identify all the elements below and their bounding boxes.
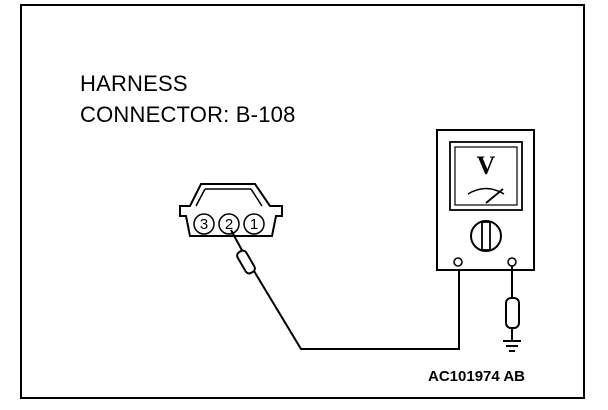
harness-connector-icon: 3 2 1 bbox=[179, 183, 283, 237]
ground-icon bbox=[503, 340, 521, 352]
voltmeter-icon: V bbox=[436, 129, 535, 271]
pin-1-circle bbox=[243, 213, 265, 235]
connector-slant-right bbox=[250, 188, 263, 207]
meter-knob-pointer bbox=[481, 221, 491, 251]
pin-3-circle bbox=[193, 213, 215, 235]
probe-handle bbox=[236, 249, 256, 275]
test-lead-wire bbox=[253, 264, 460, 350]
connector-title: CONNECTOR: B-108 bbox=[80, 102, 296, 127]
meter-scale-arc bbox=[467, 187, 505, 195]
meter-dial-symbol: V bbox=[477, 151, 496, 180]
ground-clip bbox=[505, 297, 520, 329]
meter-terminal-left bbox=[453, 257, 463, 267]
connector-slant-left bbox=[195, 188, 206, 207]
harness-title: HARNESS bbox=[80, 71, 188, 96]
diagram-frame bbox=[20, 4, 585, 399]
meter-display-inner bbox=[454, 146, 518, 206]
pin-3-label: 3 bbox=[200, 216, 208, 233]
meter-needle bbox=[485, 188, 504, 204]
figure-code: AC101974 AB bbox=[428, 368, 525, 385]
pin-2-label: 2 bbox=[225, 216, 233, 233]
ground-lead bbox=[505, 266, 520, 341]
meter-terminal-right bbox=[507, 257, 517, 267]
probe-icon bbox=[230, 229, 256, 275]
pin-2-circle bbox=[218, 213, 240, 235]
pin-1-label: 1 bbox=[250, 216, 258, 233]
